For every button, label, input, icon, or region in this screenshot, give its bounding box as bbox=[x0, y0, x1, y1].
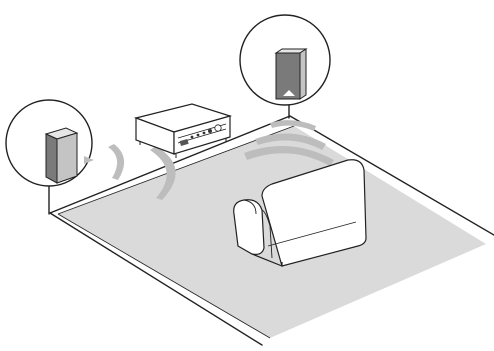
left-sound-waves bbox=[84, 144, 176, 200]
left-speaker-group bbox=[5, 99, 176, 215]
back-wall-line bbox=[49, 115, 494, 236]
right-speaker-group bbox=[239, 14, 334, 166]
back-wall-inner bbox=[57, 125, 295, 215]
speaker-icon bbox=[44, 127, 79, 184]
subwoofer-icon bbox=[274, 48, 308, 100]
left-wall-line bbox=[49, 212, 263, 346]
floor-edge-left bbox=[57, 213, 271, 339]
right-sound-waves bbox=[244, 120, 334, 166]
receiver-icon bbox=[133, 103, 233, 158]
sofa-icon bbox=[233, 159, 367, 267]
